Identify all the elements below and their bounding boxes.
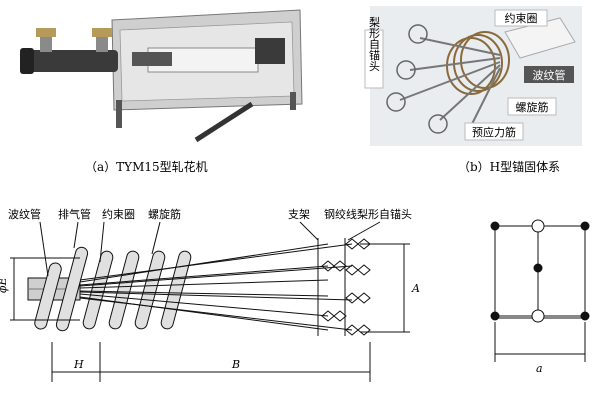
dim-a-lower: a: [536, 362, 543, 375]
label-corrugated-pipe: 波纹管: [8, 207, 41, 221]
label-bracket: 支架: [288, 208, 310, 221]
label-binding-ring: 约束圈: [102, 208, 135, 221]
tag-prestress-tendon: 预应力筋: [472, 125, 516, 139]
tag-spiral-bar: 螺旋筋: [516, 100, 549, 114]
panel-c-schematic: [10, 221, 410, 382]
dim-h: H: [73, 358, 84, 371]
label-spiral-bar: 螺旋筋: [148, 207, 181, 221]
tag-binding-ring: 约束圈: [505, 12, 538, 25]
tag-corrugated-pipe: 波纹管: [533, 68, 566, 82]
dim-phi-e: ϕE: [0, 277, 9, 293]
tag-pear-anchor: 梨形自锚头: [368, 15, 381, 71]
dim-a-upper: A: [411, 282, 420, 295]
panel-b-caption: （b）H型锚固体系: [458, 159, 560, 174]
label-strand-anchor: 钢绞线梨形自锚头: [324, 207, 412, 221]
panel-a-machine-photo: [20, 9, 303, 143]
panel-a-caption: （a）TYM15型轧花机: [85, 159, 208, 174]
panel-d-end-view: [490, 219, 590, 362]
dim-b: B: [231, 358, 240, 371]
label-vent-pipe: 排气管: [58, 207, 91, 221]
